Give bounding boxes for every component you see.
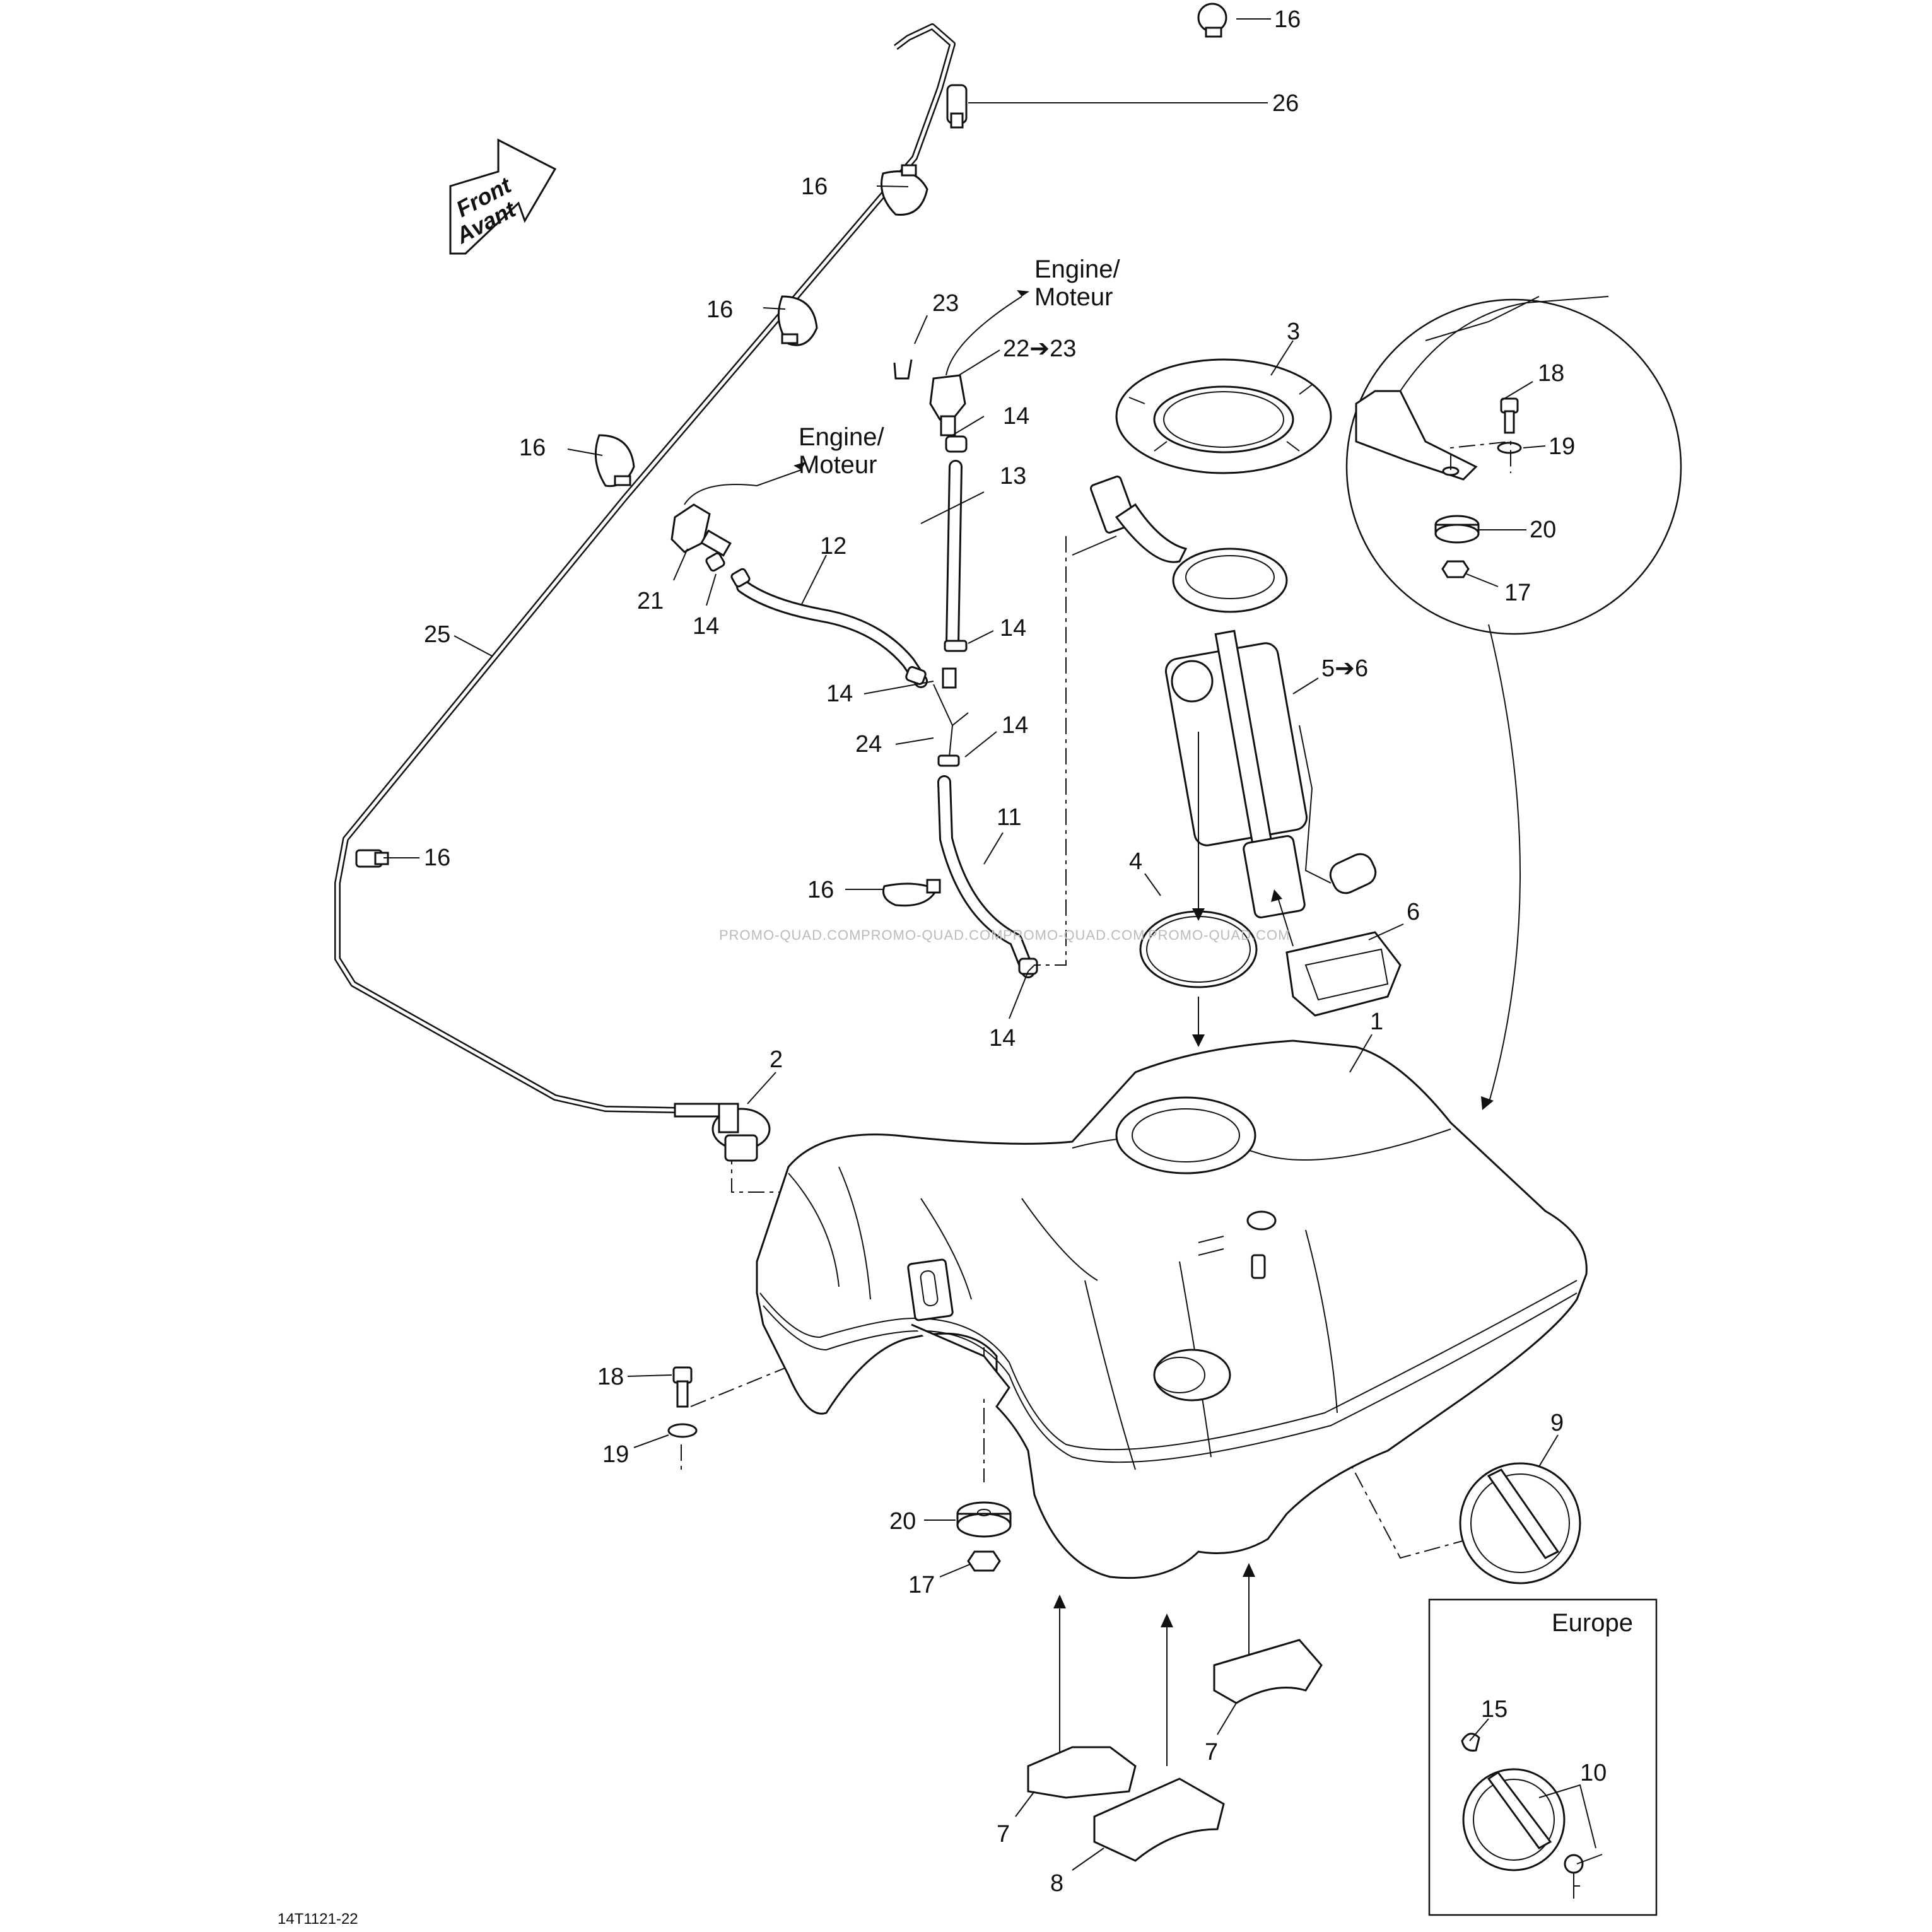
bolt-18-main <box>672 1366 693 1408</box>
callout-11: 11 <box>997 804 1021 831</box>
callout-14-f: 14 <box>989 1025 1016 1051</box>
watermark-2: PROMO-QUAD.COM <box>861 927 1003 943</box>
detail-view-circle <box>1345 296 1682 635</box>
callout-6: 6 <box>1407 899 1420 925</box>
hose-clamp-16-mid <box>777 295 818 346</box>
engine-label-upper: Engine/ Moteur <box>1034 255 1121 311</box>
callout-2: 2 <box>770 1046 783 1073</box>
callout-20-main: 20 <box>889 1508 916 1535</box>
hose-clamp-16-left <box>594 434 635 488</box>
engine-label-lower: Engine/ Moteur <box>799 423 885 479</box>
engine-label-upper-line1: Engine/ <box>1034 255 1121 283</box>
fuel-filter-6 <box>1285 931 1402 1017</box>
hose-clamp-16-side <box>355 849 389 868</box>
europe-box-title: Europe <box>1552 1609 1633 1637</box>
clip-23 <box>893 359 913 380</box>
watermark-3: PROMO-QUAD.COM <box>1003 927 1145 943</box>
grommet-20-main <box>956 1501 1012 1538</box>
fuel-tank-1 <box>756 1039 1588 1579</box>
watermark-1: PROMO-QUAD.COM <box>719 927 861 943</box>
nut-17-main <box>967 1550 1001 1572</box>
callout-7-upper: 7 <box>1205 1739 1218 1765</box>
quick-connector-21 <box>670 469 802 557</box>
callout-16-hose11: 16 <box>807 877 834 903</box>
callout-19-main: 19 <box>602 1441 629 1468</box>
callout-15: 15 <box>1481 1696 1508 1723</box>
callout-19-detail: 19 <box>1549 433 1575 460</box>
washer-19-main <box>667 1423 698 1438</box>
watermark-4: PROMO-QUAD.COM <box>1148 927 1290 943</box>
diagram-code: 14T1121-22 <box>278 1911 358 1928</box>
engine-label-upper-line2: Moteur <box>1034 283 1113 311</box>
o-ring-4 <box>1139 910 1258 988</box>
callout-22-23: 22➔23 <box>1003 336 1076 362</box>
front-direction-arrow: Front Avant <box>449 138 557 255</box>
callout-leaders <box>383 18 1596 1871</box>
engine-label-lower-line1: Engine/ <box>799 423 885 451</box>
callout-12: 12 <box>820 533 846 559</box>
vent-tube <box>334 23 956 1113</box>
lock-ring-3 <box>1115 358 1332 474</box>
hose-clamp-16-upper <box>881 164 928 216</box>
rollover-valve-26 <box>946 84 968 129</box>
callout-14-d: 14 <box>826 681 853 707</box>
callout-18-detail: 18 <box>1538 360 1564 387</box>
callout-numbers: 16 26 16 16 16 16 25 21 14 12 13 14 22➔2… <box>424 6 1607 1897</box>
callout-17-main: 17 <box>908 1572 935 1598</box>
hose-clamp-14-group <box>705 435 1038 975</box>
watermark-row: PROMO-QUAD.COM PROMO-QUAD.COM PROMO-QUAD… <box>719 927 1290 943</box>
callout-5-6: 5➔6 <box>1321 655 1368 682</box>
quick-connector-22 <box>929 296 1022 436</box>
callout-21: 21 <box>637 588 664 614</box>
callout-7-lower: 7 <box>997 1821 1010 1847</box>
callout-14-b: 14 <box>1003 403 1029 430</box>
engine-arrow-lower <box>793 462 806 470</box>
callout-14-e: 14 <box>1002 712 1028 739</box>
callout-13: 13 <box>1000 463 1026 489</box>
fuel-cap-9 <box>1459 1462 1581 1584</box>
callout-8: 8 <box>1050 1870 1063 1897</box>
fuel-hose-12 <box>736 580 928 688</box>
callout-26: 26 <box>1272 90 1299 117</box>
hose-clamp-16-hose11 <box>882 879 941 907</box>
protector-7-lower <box>1027 1746 1137 1799</box>
protector-8 <box>1093 1777 1225 1862</box>
fuel-pump-module-5 <box>1072 476 1377 918</box>
rollover-valve-2 <box>674 1103 771 1162</box>
callout-16-side: 16 <box>424 845 450 871</box>
callout-14-c: 14 <box>1000 615 1026 641</box>
callout-20-detail: 20 <box>1530 517 1556 543</box>
fuel-hose-11 <box>937 775 1035 978</box>
callout-16-top: 16 <box>1274 6 1301 33</box>
fuel-hose-13 <box>946 460 963 650</box>
europe-variant-box: Europe <box>1428 1598 1658 1916</box>
callout-4: 4 <box>1129 848 1142 875</box>
callout-23: 23 <box>932 290 959 317</box>
callout-9: 9 <box>1550 1410 1564 1436</box>
callout-16-mid: 16 <box>706 296 733 323</box>
callout-14-a: 14 <box>693 613 719 640</box>
callout-16-left: 16 <box>519 435 546 461</box>
callout-24: 24 <box>855 731 882 758</box>
t-fitting-24 <box>933 667 969 758</box>
protector-7-upper <box>1213 1639 1323 1704</box>
engine-label-lower-line2: Moteur <box>799 451 877 479</box>
callout-10: 10 <box>1580 1760 1607 1786</box>
engine-arrow-upper <box>1017 290 1029 296</box>
hose-clamp-16-top <box>1197 3 1227 38</box>
callout-1: 1 <box>1370 1009 1383 1035</box>
callout-18-main: 18 <box>597 1364 624 1390</box>
callout-3: 3 <box>1287 319 1300 345</box>
callout-16-upper: 16 <box>801 173 828 200</box>
callout-25: 25 <box>424 621 450 648</box>
callout-17-detail: 17 <box>1504 580 1531 606</box>
